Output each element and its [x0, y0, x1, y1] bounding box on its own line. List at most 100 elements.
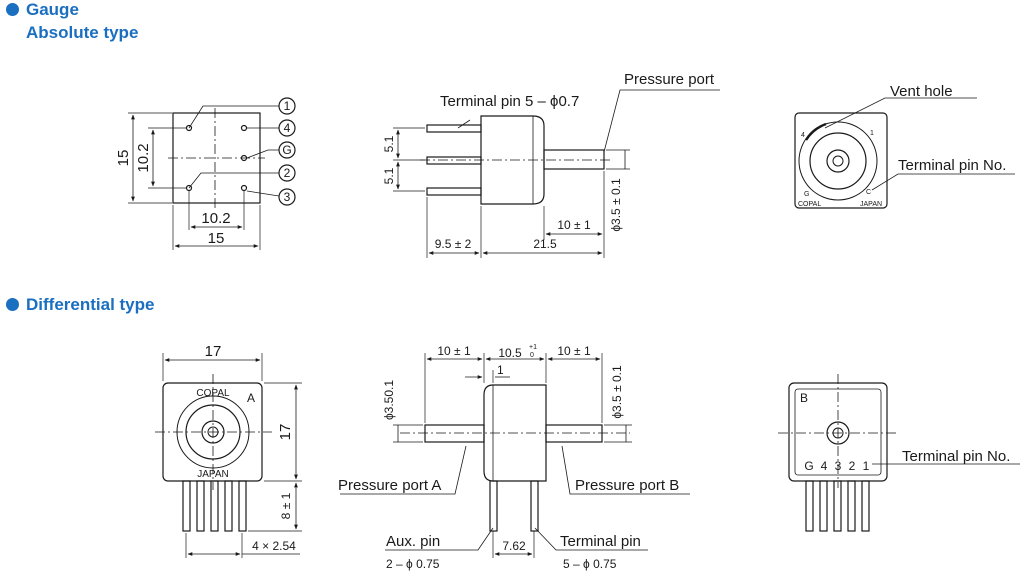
dim-right: 10 ± 1: [557, 344, 591, 358]
vent-boss: [826, 149, 850, 173]
leader-line: [824, 97, 977, 129]
pin-number: 4: [821, 459, 828, 473]
gauge-side-body: [480, 115, 545, 205]
diff-side-view: [340, 353, 690, 558]
terminal-pin: [224, 480, 233, 532]
dim-left: 10 ± 1: [437, 344, 471, 358]
dim-pin-spacing: 7.62: [502, 539, 526, 553]
terminal-pin-label: Terminal pin: [560, 533, 641, 550]
pin-hole: [240, 154, 248, 162]
outer-ring: [798, 121, 878, 201]
terminal-pin: [861, 480, 870, 532]
leader-line: [385, 527, 494, 551]
inner-ring: [809, 132, 867, 190]
pin-number: 1: [863, 459, 870, 473]
pin-number-circle: [278, 141, 296, 159]
dim-width-outer: 15: [208, 230, 225, 247]
dim-height-outer: 15: [115, 150, 132, 167]
diff-back-labels: B G 4 3 2 1 Terminal pin No.: [800, 391, 1010, 473]
terminal-pin: [238, 480, 247, 532]
pin-number: 3: [284, 190, 291, 204]
dim-pitch-a: 5.1: [382, 135, 396, 152]
gauge-heading: Gauge: [6, 0, 79, 20]
dim-width: 17: [205, 343, 222, 360]
pin-number: G: [804, 459, 813, 473]
pressure-port-tube: [543, 149, 605, 170]
dim-height: 17: [277, 424, 294, 441]
diff-side-labels: 10 ± 1 10.5 +1 0 10 ± 1 1 ϕ3.50.1 ϕ3.5 ±…: [338, 344, 679, 571]
leader-line: [246, 149, 279, 159]
terminal-pin: [833, 480, 842, 532]
vent-hole: [832, 155, 844, 167]
leader-line: [340, 445, 467, 495]
port-tube-a: [424, 424, 485, 443]
leader-line: [188, 105, 279, 129]
leader-line: [457, 119, 471, 129]
leader-line: [188, 172, 279, 189]
leader-line: [561, 445, 690, 495]
terminal-pin: [530, 480, 539, 532]
absolute-type-heading: Absolute type: [26, 23, 139, 42]
terminal-no-label: Terminal pin No.: [898, 157, 1006, 174]
terminal-pin: [426, 187, 482, 196]
aux-pin: [489, 480, 498, 532]
port-a-label: Pressure port A: [338, 477, 441, 494]
dim-mid: 10.5: [498, 346, 522, 360]
gauge-arc-mark: [804, 122, 827, 141]
terminal-pin: [426, 156, 482, 165]
pin-number-circle: [278, 164, 296, 182]
diff-front-labels: 17 17 8 ± 1 4 × 2.54 COPAL JAPAN A: [196, 343, 296, 553]
diff-back-view: [778, 374, 1020, 532]
pressure-port-label: Pressure port: [624, 71, 715, 88]
pin-mark: 4: [801, 132, 805, 139]
pin-hole: [240, 124, 248, 132]
pin-number-circle: [278, 119, 296, 137]
pin-mark: C: [866, 189, 871, 196]
pin-number: 2: [849, 459, 856, 473]
pin-hole: [240, 184, 248, 192]
origin-mark: JAPAN: [197, 469, 229, 480]
terminal-pin: [819, 480, 828, 532]
terminal-pin: [426, 124, 482, 133]
dim-dia-right: ϕ3.5 ± 0.1: [610, 365, 624, 419]
dim-pitch-b: 5.1: [382, 167, 396, 184]
gauge-front-labels: 1 4 G 2 3 15 10.2 10.2 15: [115, 99, 292, 247]
terminal-pin: [847, 480, 856, 532]
gauge-front-view: [128, 97, 296, 250]
pin-number: 4: [284, 121, 291, 135]
dim-step: 1: [497, 363, 504, 377]
terminal-no-label: Terminal pin No.: [902, 448, 1010, 465]
gauge-back-labels: Vent hole Terminal pin No. COPAL JAPAN 4…: [798, 83, 1006, 208]
pin-number: 1: [284, 99, 291, 113]
dim-dia-left: ϕ3.50.1: [382, 380, 396, 420]
leader-line: [246, 190, 280, 197]
port-tube-b: [545, 424, 603, 443]
terminal-pin: [196, 480, 205, 532]
vent-hole-label: Vent hole: [890, 83, 953, 100]
terminal-pin: [805, 480, 814, 532]
brand-mark: COPAL: [196, 388, 230, 399]
aux-pin-label: Aux. pin: [386, 533, 440, 550]
terminal-pin: [210, 480, 219, 532]
pin-number: G: [282, 143, 291, 157]
gauge-back-body: [794, 112, 888, 209]
dim-pin-length: 8 ± 1: [279, 492, 293, 519]
differential-title: Differential type: [26, 295, 155, 314]
dim-height-inner: 10.2: [135, 143, 152, 172]
leader-line: [458, 112, 596, 132]
diff-front-view: [155, 353, 302, 558]
leader-line: [871, 173, 1015, 191]
pin-hole: [185, 184, 193, 192]
gauge-title: Gauge: [26, 0, 79, 19]
pin-number: 3: [835, 459, 842, 473]
bullet-icon: [6, 298, 19, 311]
dim-total: 21.5: [533, 237, 557, 251]
port-mark-b: B: [800, 391, 808, 405]
leader-line: [534, 527, 648, 551]
pin-number-circle: [278, 188, 296, 206]
pin-mark: 1: [870, 130, 874, 137]
gauge-side-view: [393, 89, 720, 258]
terminal-pin-label: Terminal pin 5 – ϕ0.7: [440, 93, 579, 110]
leader-line: [603, 89, 720, 153]
